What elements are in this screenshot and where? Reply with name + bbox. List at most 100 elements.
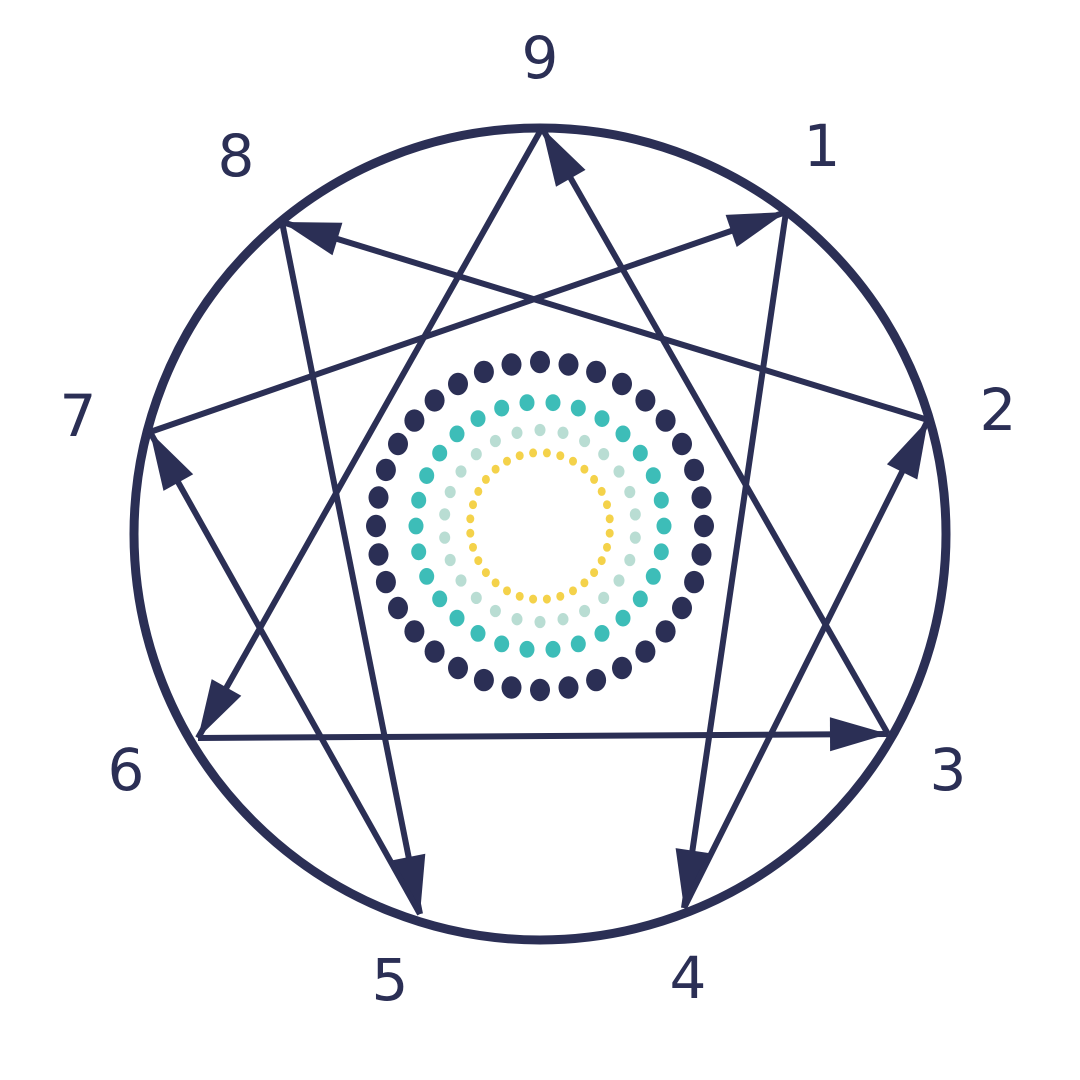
- center-dot: [456, 465, 467, 477]
- center-dot: [630, 508, 641, 520]
- center-dot: [590, 568, 598, 577]
- arrow-6-to-3: [198, 734, 888, 738]
- point-label-9: 9: [522, 24, 559, 92]
- center-dot: [388, 433, 408, 455]
- center-dot: [474, 361, 494, 383]
- center-dot: [612, 373, 632, 395]
- center-dot: [502, 353, 522, 375]
- center-dot: [432, 445, 447, 462]
- center-dot: [656, 409, 676, 431]
- arrowhead-1: [726, 212, 786, 247]
- center-dot: [450, 426, 465, 443]
- point-label-4: 4: [670, 944, 707, 1012]
- center-dot: [425, 389, 445, 411]
- center-dot: [492, 465, 500, 474]
- center-dot: [603, 543, 611, 552]
- center-dot: [558, 427, 569, 439]
- center-dot: [492, 578, 500, 587]
- arrowhead-2: [887, 420, 928, 480]
- arrowhead-4: [676, 848, 710, 908]
- center-dot: [635, 640, 655, 662]
- center-dot: [598, 556, 606, 565]
- center-dot: [559, 353, 579, 375]
- arrowhead-7: [150, 432, 193, 491]
- dot-ring-third: [439, 424, 641, 628]
- center-dot: [616, 610, 631, 627]
- center-dot: [633, 445, 648, 462]
- center-dot: [512, 613, 523, 625]
- center-dot: [530, 351, 550, 373]
- center-dot: [654, 543, 669, 560]
- center-dot: [376, 571, 396, 593]
- center-dot: [474, 487, 482, 496]
- center-dot: [624, 554, 635, 566]
- center-dot: [516, 451, 524, 460]
- center-dot: [672, 433, 692, 455]
- center-dot: [580, 578, 588, 587]
- arrowhead-6: [198, 679, 241, 738]
- center-dot: [616, 426, 631, 443]
- arrow-8-to-5: [282, 222, 420, 914]
- center-dot: [411, 543, 426, 560]
- center-dot: [529, 595, 537, 604]
- center-dot: [571, 636, 586, 653]
- dot-ring-inner: [466, 448, 613, 603]
- arrow-7-to-1: [150, 212, 786, 432]
- center-dot: [646, 467, 661, 484]
- center-dot: [448, 373, 468, 395]
- center-dot: [656, 620, 676, 642]
- point-label-6: 6: [108, 736, 145, 804]
- center-dot: [474, 556, 482, 565]
- center-dot: [586, 361, 606, 383]
- center-dot: [535, 616, 546, 628]
- arrowhead-9: [542, 128, 586, 187]
- center-dot: [633, 591, 648, 608]
- center-dot: [482, 475, 490, 484]
- center-dot-rings: [366, 351, 714, 701]
- center-dot: [571, 400, 586, 417]
- center-dot: [535, 424, 546, 436]
- point-labels: 912345678: [60, 24, 1017, 1014]
- center-dot: [603, 500, 611, 509]
- center-dot: [404, 409, 424, 431]
- center-dot: [598, 592, 609, 604]
- point-label-7: 7: [60, 382, 97, 450]
- center-dot: [595, 410, 610, 427]
- center-dot: [546, 394, 561, 411]
- center-dot: [466, 529, 474, 538]
- center-dot: [409, 518, 424, 535]
- center-dot: [471, 625, 486, 642]
- center-dot: [404, 620, 424, 642]
- center-dot: [502, 676, 522, 698]
- center-dot: [439, 531, 450, 543]
- center-dot: [579, 435, 590, 447]
- point-label-8: 8: [218, 122, 255, 190]
- center-dot: [494, 636, 509, 653]
- center-dot: [556, 592, 564, 601]
- center-dot: [448, 657, 468, 679]
- center-dot: [694, 515, 714, 537]
- center-dot: [445, 554, 456, 566]
- center-dot: [450, 610, 465, 627]
- center-dot: [692, 543, 712, 565]
- point-label-1: 1: [804, 112, 841, 180]
- center-dot: [456, 574, 467, 586]
- center-dot: [654, 492, 669, 509]
- point-label-2: 2: [980, 376, 1017, 444]
- center-dot: [529, 448, 537, 457]
- center-dot: [684, 459, 704, 481]
- arrow-9-to-6: [198, 128, 542, 738]
- center-dot: [520, 394, 535, 411]
- center-dot: [579, 605, 590, 617]
- center-dot: [482, 568, 490, 577]
- center-dot: [445, 486, 456, 498]
- center-dot: [471, 592, 482, 604]
- center-dot: [580, 465, 588, 474]
- center-dot: [411, 492, 426, 509]
- center-dot: [471, 448, 482, 460]
- center-dot: [469, 500, 477, 509]
- center-dot: [419, 568, 434, 585]
- point-label-5: 5: [372, 946, 409, 1014]
- center-dot: [439, 508, 450, 520]
